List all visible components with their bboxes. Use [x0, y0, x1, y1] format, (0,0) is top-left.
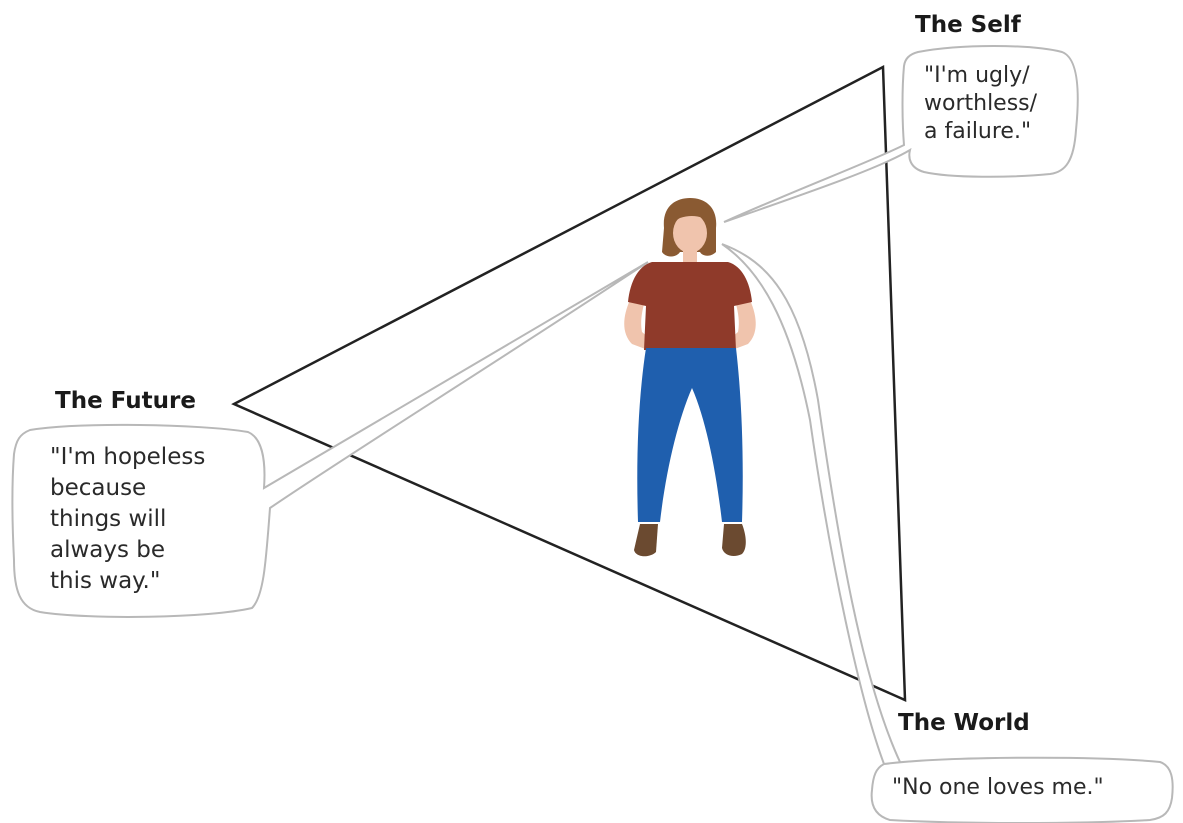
figure-right-shoe: [722, 524, 746, 556]
self-thought-line: "I'm ugly/: [924, 62, 1037, 90]
figure-neck: [683, 250, 697, 262]
world-title: The World: [898, 710, 1030, 736]
world-thought-text: "No one loves me.": [892, 774, 1104, 802]
future-thought-line: this way.": [50, 566, 205, 597]
figure-left-shoe: [634, 524, 658, 556]
self-thought-text: "I'm ugly/ worthless/ a failure.": [924, 62, 1037, 146]
future-title: The Future: [55, 388, 196, 414]
future-thought-line: always be: [50, 535, 205, 566]
self-thought-line: a failure.": [924, 118, 1037, 146]
figure-shirt: [628, 262, 752, 350]
figure-jeans: [637, 348, 742, 522]
future-thought-text: "I'm hopeless because things will always…: [50, 442, 205, 597]
world-thought-line: "No one loves me.": [892, 774, 1104, 802]
self-thought-line: worthless/: [924, 90, 1037, 118]
future-thought-line: things will: [50, 504, 205, 535]
world-thought-bubble: [722, 244, 1173, 823]
future-thought-line: because: [50, 473, 205, 504]
future-thought-line: "I'm hopeless: [50, 442, 205, 473]
self-title: The Self: [915, 12, 1021, 38]
